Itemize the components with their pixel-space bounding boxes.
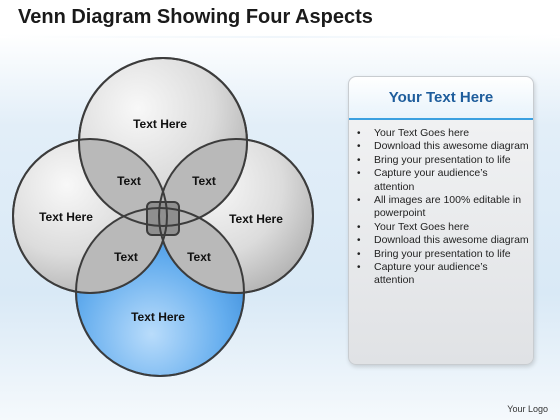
list-item-text: Download this awesome diagram <box>374 234 529 247</box>
list-item: • Capture your audience’s attention <box>357 261 529 288</box>
overlap-top-right-label: Text <box>192 174 216 188</box>
list-item-text: Capture your audience’s attention <box>374 167 488 193</box>
list-item: • Bring your presentation to life <box>357 154 529 167</box>
list-item: • Download this awesome diagram <box>357 140 529 153</box>
list-item-text: Bring your presentation to life <box>374 247 511 260</box>
list-item: • Capture your audience’s attention <box>357 167 529 194</box>
list-item-text: Your Text Goes here <box>374 220 470 233</box>
list-item-text: Download this awesome diagram <box>374 140 529 153</box>
list-item-text: All images are 100% editable in powerpoi… <box>374 194 522 220</box>
list-item: • Download this awesome diagram <box>357 234 529 247</box>
list-item-text: Capture your audience’s attention <box>374 261 488 287</box>
overlap-bottom-right-label: Text <box>187 250 211 264</box>
bullet-icon: • <box>357 195 361 207</box>
bullet-icon: • <box>357 235 361 247</box>
panel-header: Your Text Here <box>349 77 533 120</box>
list-item: • Your Text Goes here <box>357 127 529 140</box>
list-item: • All images are 100% editable in powerpo… <box>357 194 529 221</box>
bullet-icon: • <box>357 248 361 260</box>
overlap-bottom-left-label: Text <box>114 250 138 264</box>
circle-right-label: Text Here <box>229 212 283 226</box>
bullet-icon: • <box>357 141 361 153</box>
list-item-text: Bring your presentation to life <box>374 153 511 166</box>
overlap-top-left-label: Text <box>117 174 141 188</box>
circle-bottom-label: Text Here <box>131 310 185 324</box>
list-item: • Your Text Goes here <box>357 221 529 234</box>
list-item-text: Your Text Goes here <box>374 127 470 139</box>
circle-top-label: Text Here <box>133 117 187 131</box>
circle-left-label: Text Here <box>39 210 93 224</box>
bullet-icon: • <box>357 154 361 166</box>
center-overlap <box>146 201 180 236</box>
page-title: Venn Diagram Showing Four Aspects <box>18 6 373 28</box>
panel-bullet-list: • Your Text Goes here • Download this awes… <box>357 127 529 288</box>
bullet-icon: • <box>357 128 361 139</box>
list-item: • Bring your presentation to life <box>357 248 529 261</box>
bullet-icon: • <box>357 262 361 274</box>
panel-title: Your Text Here <box>388 89 494 106</box>
text-panel: Your Text Here • Your Text Goes here • Dow… <box>348 76 534 365</box>
logo-text: Your Logo <box>507 404 548 414</box>
bullet-icon: • <box>357 221 361 233</box>
title-divider <box>0 36 560 38</box>
bullet-icon: • <box>357 168 361 180</box>
